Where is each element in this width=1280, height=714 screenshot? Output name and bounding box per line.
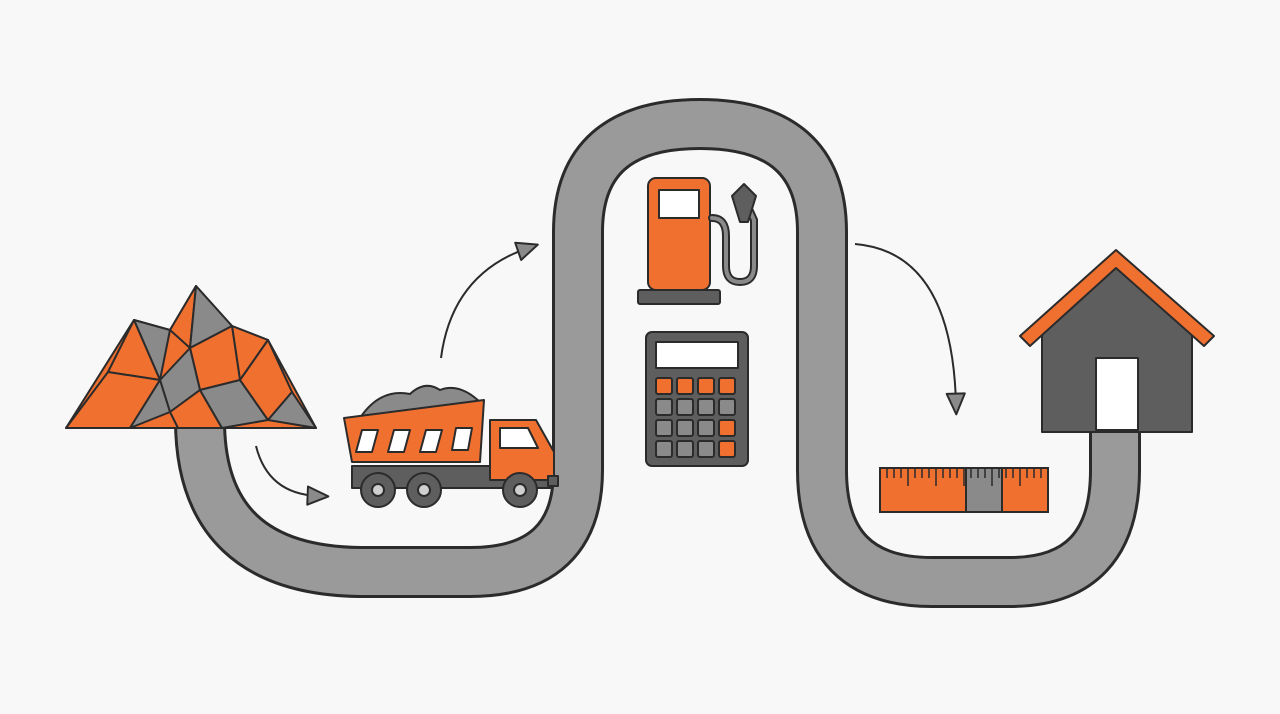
rock-pile-icon [65, 285, 317, 429]
calculator-key [718, 440, 736, 458]
calculator-key [697, 398, 715, 416]
calculator-key [655, 377, 673, 395]
calculator-key [718, 377, 736, 395]
fuel-pump-icon [637, 177, 758, 305]
flow-arrows [255, 241, 966, 506]
dump-truck-icon [343, 384, 559, 508]
calculator-key [718, 419, 736, 437]
arrow-quarry-to-truck [255, 445, 330, 506]
winding-road [174, 98, 1141, 608]
calculator-key [676, 377, 694, 395]
calculator-key [676, 419, 694, 437]
calculator-key [697, 440, 715, 458]
calculator-key [655, 398, 673, 416]
calculator-key [697, 377, 715, 395]
calculator-key [676, 398, 694, 416]
arrow-truck-to-road [440, 241, 539, 359]
house-icon [1019, 249, 1215, 433]
calculator-key [676, 440, 694, 458]
ruler-icon [879, 467, 1049, 513]
calculator-key [655, 440, 673, 458]
calculator-key [718, 398, 736, 416]
calculator-key [697, 419, 715, 437]
calculator-icon [645, 331, 749, 467]
arrow-road-to-ruler [854, 243, 966, 416]
calculator-key [655, 419, 673, 437]
